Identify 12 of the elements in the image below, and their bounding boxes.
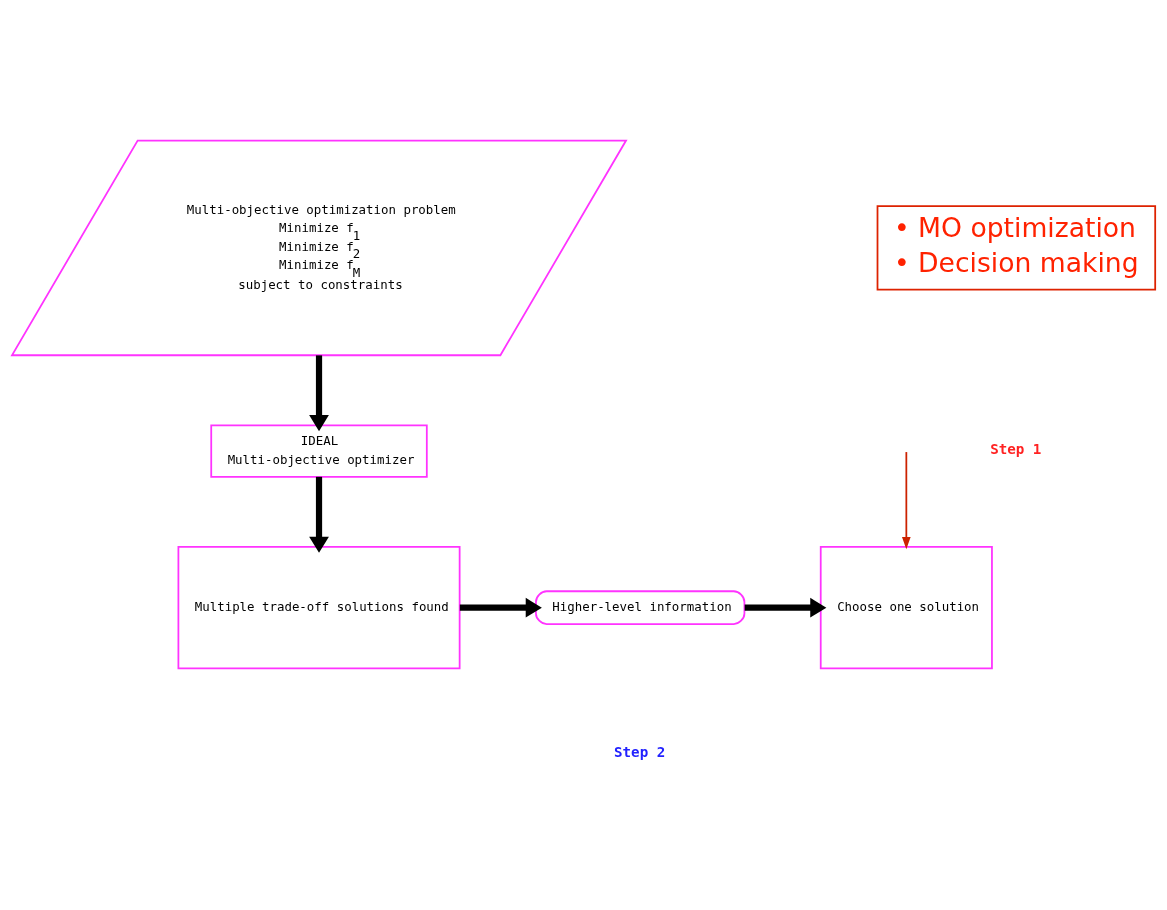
node-box: • MO optimization • Decision making <box>876 204 1157 290</box>
arrow <box>902 450 911 549</box>
node-box: Higher-level information <box>535 589 746 625</box>
node-box: Multiple trade-off solutions found <box>177 545 461 669</box>
arrow <box>744 597 827 618</box>
label: Step 2 <box>614 743 666 760</box>
node-box: IDEAL Multi-objective optimizer <box>210 423 428 478</box>
label: Step 1 <box>990 440 1042 457</box>
arrow <box>309 354 329 431</box>
arrow <box>309 476 329 553</box>
arrow <box>459 597 542 618</box>
node-box: Choose one solution <box>819 545 993 669</box>
